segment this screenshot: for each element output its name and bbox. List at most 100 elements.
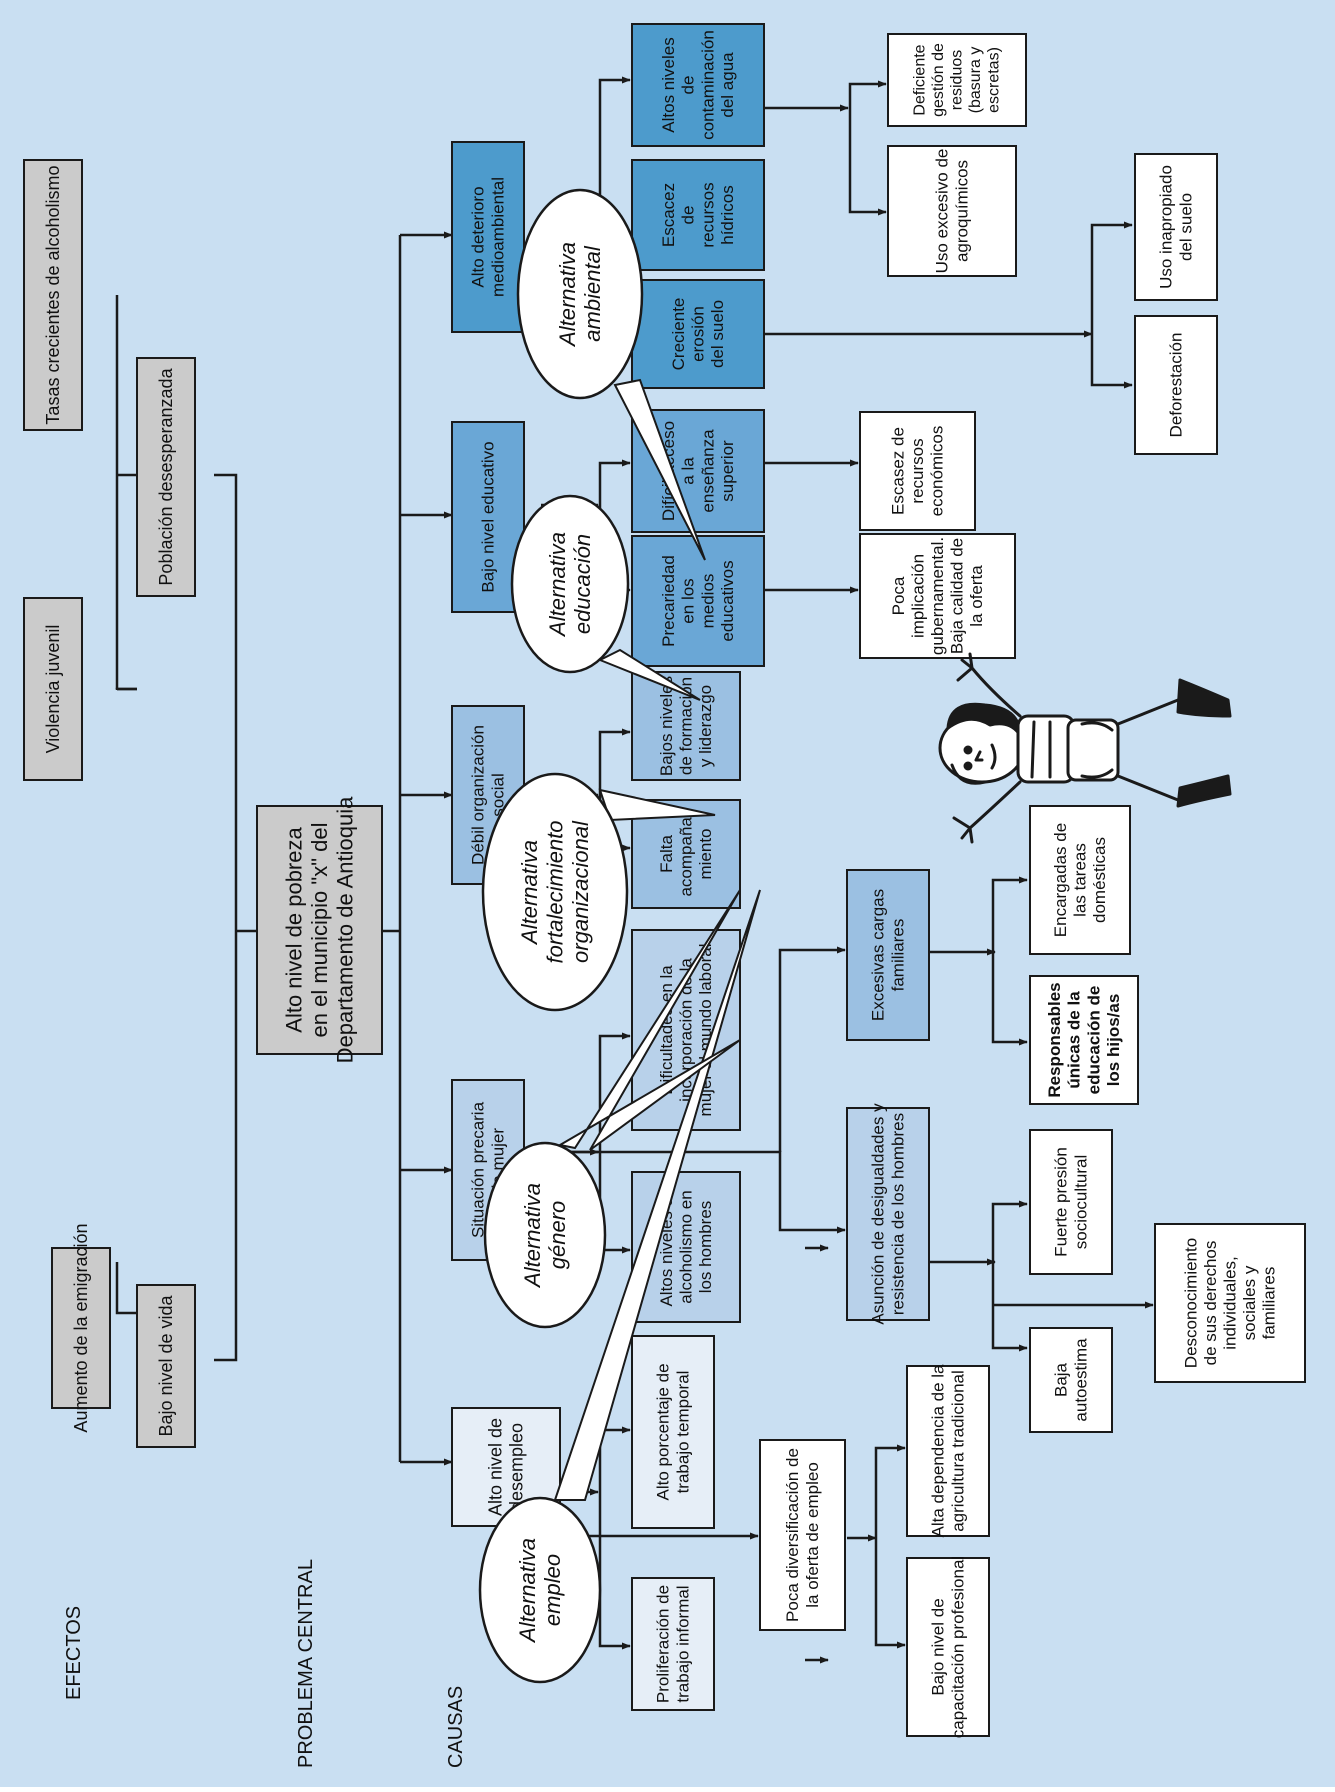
- box-cause-mujer-label: Situación precaria: [469, 1101, 488, 1238]
- box-sub-acompanamiento-label: Falta: [657, 835, 676, 873]
- box-responsables-label: educación de: [1084, 986, 1103, 1095]
- box-uso-suelo-label: Uso inapropiado: [1157, 165, 1176, 289]
- box-cargas-frame: [846, 869, 930, 1041]
- bubble-ambiental-label: Alternativa: [555, 242, 580, 348]
- box-bajo-nivel-vida: Bajo nivel de vida: [136, 1284, 196, 1448]
- box-sub-hidricos-label: de: [679, 206, 698, 225]
- box-sub-formacion-label: de formación: [677, 677, 696, 775]
- box-residuos-label: escretas): [985, 47, 1002, 113]
- box-desconocimiento-label: individuales,: [1221, 1256, 1240, 1350]
- box-agricultura-label: Alta dependencia de la: [929, 1364, 948, 1538]
- box-central-problem-label: en el municipio "x" del: [307, 823, 332, 1038]
- box-responsables-label: únicas de la: [1065, 991, 1084, 1089]
- box-cargas-label: familiares: [888, 919, 907, 992]
- box-tasas-alcoholismo: Tasas crecientes de alcoholismo: [23, 159, 83, 431]
- box-poblacion-desesperanzada-label: Población desesperanzada: [156, 367, 176, 585]
- bubble-organizacional-label: fortalecimiento: [543, 820, 568, 963]
- box-capacitacion-frame: [906, 1557, 990, 1737]
- box-sub-hidricos-frame: [631, 159, 765, 271]
- box-implicacion-label: Poca: [889, 576, 908, 615]
- box-agroquimicos-label: Uso excesivo de: [933, 149, 952, 274]
- box-sub-contaminacion-label: de: [679, 76, 698, 95]
- box-central-problem-frame: [256, 805, 383, 1055]
- box-sub-formacion-label: Bajos niveles: [657, 676, 676, 776]
- box-sub-contaminacion-label: del agua: [718, 52, 737, 118]
- box-sub-hidricos-label: recursos: [698, 182, 717, 247]
- box-tareas-label: las tareas: [1071, 843, 1090, 917]
- box-desconocimiento-label: de sus derechos: [1201, 1241, 1220, 1366]
- box-residuos-frame: [887, 33, 1027, 127]
- box-sub-formacion-label: y liderazgo: [696, 685, 715, 767]
- bubble-organizacional-ellipse: [481, 772, 629, 1012]
- cartoon-person-icon: [938, 652, 1232, 844]
- box-cause-medioambiental-label: medioambiental: [488, 177, 507, 297]
- box-sub-temporal-label: Alto porcentaje de: [654, 1363, 673, 1500]
- box-autoestima-label: autoestima: [1071, 1338, 1090, 1422]
- bubble-empleo-label: Alternativa: [515, 1538, 540, 1644]
- box-central-problem-label: Alto nivel de pobreza: [282, 827, 307, 1033]
- box-desconocimiento-frame: [1154, 1223, 1306, 1383]
- box-implicacion-label: Baja calidad de: [948, 538, 967, 654]
- box-desconocimiento-label: Desconocimiento: [1181, 1238, 1200, 1368]
- box-sub-precariedad-label: en los: [679, 578, 698, 623]
- box-tareas-frame: [1029, 805, 1131, 955]
- box-sub-acceso-label: a la: [679, 457, 698, 485]
- box-emigracion: Aumento de la emigración: [51, 1223, 111, 1433]
- box-presion-label: Fuerte presión: [1052, 1147, 1071, 1257]
- box-agricultura-frame: [906, 1365, 990, 1537]
- box-tareas-label: domésticas: [1090, 837, 1109, 923]
- box-economicos-label: económicos: [928, 426, 947, 517]
- box-sub-alcoholismo-hombres-label: los hombres: [696, 1201, 715, 1294]
- bubble-educacion-label: educación: [570, 534, 595, 634]
- box-tasas-alcoholismo-frame: [23, 159, 83, 431]
- box-poblacion-desesperanzada: Población desesperanzada: [136, 357, 196, 597]
- box-uso-suelo-label: del suelo: [1176, 193, 1195, 261]
- box-poblacion-desesperanzada-frame: [136, 357, 196, 597]
- bubble-empleo-tail: [553, 889, 761, 1501]
- box-capacitacion-label: capacitación profesional: [948, 1556, 967, 1738]
- box-violencia-juvenil-label: Violencia juvenil: [43, 625, 63, 754]
- bubble-organizacional-label: Alternativa: [517, 840, 542, 946]
- box-desconocimiento-label: familiares: [1260, 1267, 1279, 1340]
- box-responsables-frame: [1029, 975, 1139, 1105]
- box-desigualdades-label: Asunción de desigualdades y: [869, 1103, 888, 1325]
- box-residuos-label: gestión de: [930, 43, 947, 117]
- box-agricultura-label: agricultura tradicional: [948, 1370, 967, 1532]
- box-sub-temporal-label: trabajo temporal: [673, 1371, 692, 1494]
- box-sub-erosion-label: Creciente: [669, 298, 688, 371]
- bubble-educacion-ellipse: [510, 494, 630, 674]
- box-residuos-label: (basura y: [967, 47, 984, 114]
- box-implicacion-label: la oferta: [967, 565, 986, 627]
- box-sub-hidricos-label: hídricos: [718, 185, 737, 245]
- box-diversificacion-label: la oferta de empleo: [803, 1462, 822, 1608]
- box-economicos-label: recursos: [908, 438, 927, 503]
- box-emigracion-label: Aumento de la emigración: [71, 1223, 91, 1432]
- box-sub-acompanamiento-label: miento: [696, 828, 715, 879]
- box-responsables-label: Responsables: [1045, 982, 1064, 1097]
- box-cause-educativo-label: Bajo nivel educativo: [479, 441, 498, 592]
- box-violencia-juvenil-frame: [23, 597, 83, 781]
- box-sub-acceso-label: superior: [718, 440, 737, 502]
